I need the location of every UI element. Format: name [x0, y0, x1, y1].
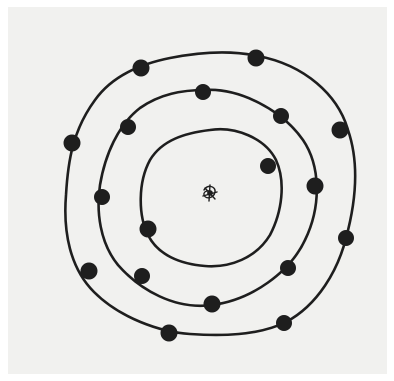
electron: [204, 296, 221, 313]
electron: [161, 325, 178, 342]
electron: [134, 268, 150, 284]
nucleus-icon: [203, 185, 217, 201]
electron: [195, 84, 211, 100]
electron: [81, 263, 98, 280]
electron: [260, 158, 276, 174]
electron: [94, 189, 110, 205]
electron: [273, 108, 289, 124]
electron: [133, 60, 150, 77]
electron: [64, 135, 81, 152]
electron: [248, 50, 265, 67]
electron: [307, 178, 324, 195]
electron: [120, 119, 136, 135]
electron: [280, 260, 296, 276]
electron: [338, 230, 354, 246]
electron: [276, 315, 292, 331]
electron: [140, 221, 157, 238]
electron: [332, 122, 349, 139]
